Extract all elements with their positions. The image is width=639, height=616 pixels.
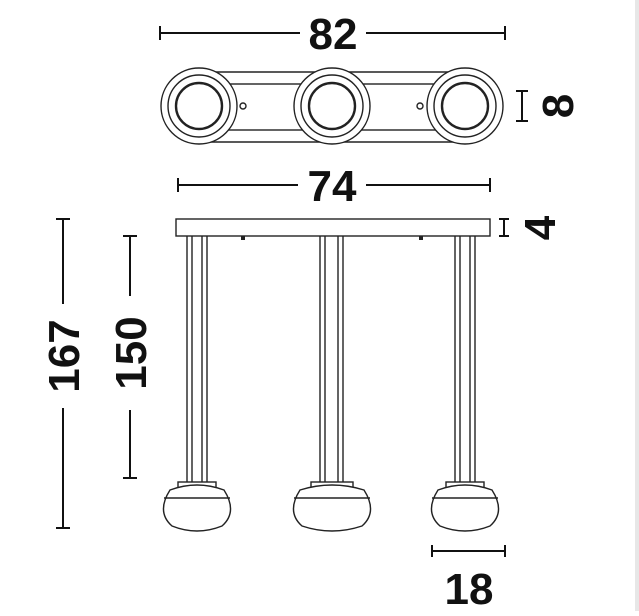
label-canopy-height: 4 (516, 215, 565, 240)
canopy-width-dimension (177, 178, 491, 192)
label-total-width: 82 (309, 10, 358, 59)
label-cable-height: 150 (107, 316, 156, 389)
label-total-height: 167 (40, 319, 89, 392)
rosette-right (426, 67, 504, 145)
shade-diameter-dimension (431, 545, 506, 557)
front-view (56, 218, 509, 557)
pendant-left (162, 236, 232, 532)
cable-height-dimension (123, 235, 137, 479)
top-view (159, 26, 528, 145)
canopy-bar (175, 218, 491, 237)
pendant-right (430, 236, 500, 532)
total-height-dimension (56, 218, 70, 529)
label-shade-diameter: 18 (445, 565, 494, 611)
screw-hole-right (416, 102, 424, 110)
screw-hole-left (239, 102, 247, 110)
right-edge-border (635, 0, 639, 611)
pendant-center (292, 236, 372, 532)
rosette-left (160, 67, 238, 145)
label-canopy-width: 74 (308, 162, 357, 211)
rosette-center (293, 67, 371, 145)
label-plate-depth: 8 (534, 94, 583, 118)
